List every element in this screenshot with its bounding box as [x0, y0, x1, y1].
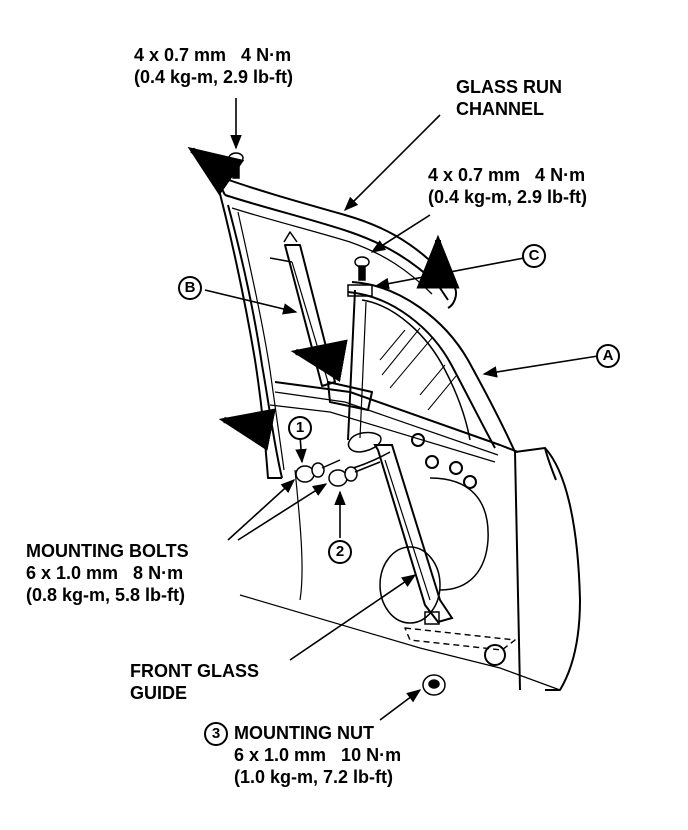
leader-lines [204, 98, 599, 721]
mounting-bolt-1 [295, 459, 341, 483]
mounting-nut-torque: (1.0 kg-m, 7.2 lb-ft) [234, 767, 394, 787]
mounting-bolts-torque: (0.8 kg-m, 5.8 lb-ft) [26, 585, 186, 605]
lower-guide-rail [344, 444, 454, 625]
direction-arrows [187, 146, 460, 451]
mounting-nut-part [422, 674, 446, 696]
screw-spec-right-size: 4 x 0.7 mm 4 N·m [428, 165, 586, 185]
glass-run-channel-label: GLASS RUN CHANNEL [456, 76, 562, 120]
glass-run-channel-line1: GLASS RUN [456, 77, 563, 97]
mounting-nut-size: 6 x 1.0 mm 10 N·m [234, 745, 402, 765]
front-glass-guide-line2: GUIDE [130, 683, 188, 703]
screw-spec-top-torque: (0.4 kg-m, 2.9 lb-ft) [134, 67, 294, 87]
callout-3: 3 [204, 722, 228, 746]
glass-run-channel-part [214, 174, 458, 309]
window-glass [379, 327, 457, 411]
mounting-bolt-2 [328, 461, 381, 487]
right-screw [347, 256, 373, 297]
screw-spec-right: 4 x 0.7 mm 4 N·m (0.4 kg-m, 2.9 lb-ft) [428, 164, 587, 208]
mounting-bolts-size: 6 x 1.0 mm 8 N·m [26, 563, 184, 583]
mounting-bolts-label: MOUNTING BOLTS 6 x 1.0 mm 8 N·m (0.8 kg-… [26, 540, 189, 606]
mounting-nut-label: MOUNTING NUT 6 x 1.0 mm 10 N·m (1.0 kg-m… [234, 722, 401, 788]
glass-run-channel-line2: CHANNEL [456, 99, 544, 119]
top-screw [228, 152, 244, 179]
front-glass-guide-line1: FRONT GLASS [130, 661, 259, 681]
screw-spec-top: 4 x 0.7 mm 4 N·m (0.4 kg-m, 2.9 lb-ft) [134, 44, 293, 88]
door-panel [239, 281, 581, 691]
screw-spec-right-torque: (0.4 kg-m, 2.9 lb-ft) [428, 187, 588, 207]
callout-b: B [178, 276, 202, 300]
callout-a: A [596, 344, 620, 368]
mounting-nut-title: MOUNTING NUT [234, 723, 374, 743]
callout-2: 2 [328, 540, 352, 564]
front-glass-guide-label: FRONT GLASS GUIDE [130, 660, 259, 704]
screw-spec-top-size: 4 x 0.7 mm 4 N·m [134, 45, 292, 65]
callout-1: 1 [288, 416, 312, 440]
callout-c: C [522, 244, 546, 268]
mounting-bolts-title: MOUNTING BOLTS [26, 541, 189, 561]
